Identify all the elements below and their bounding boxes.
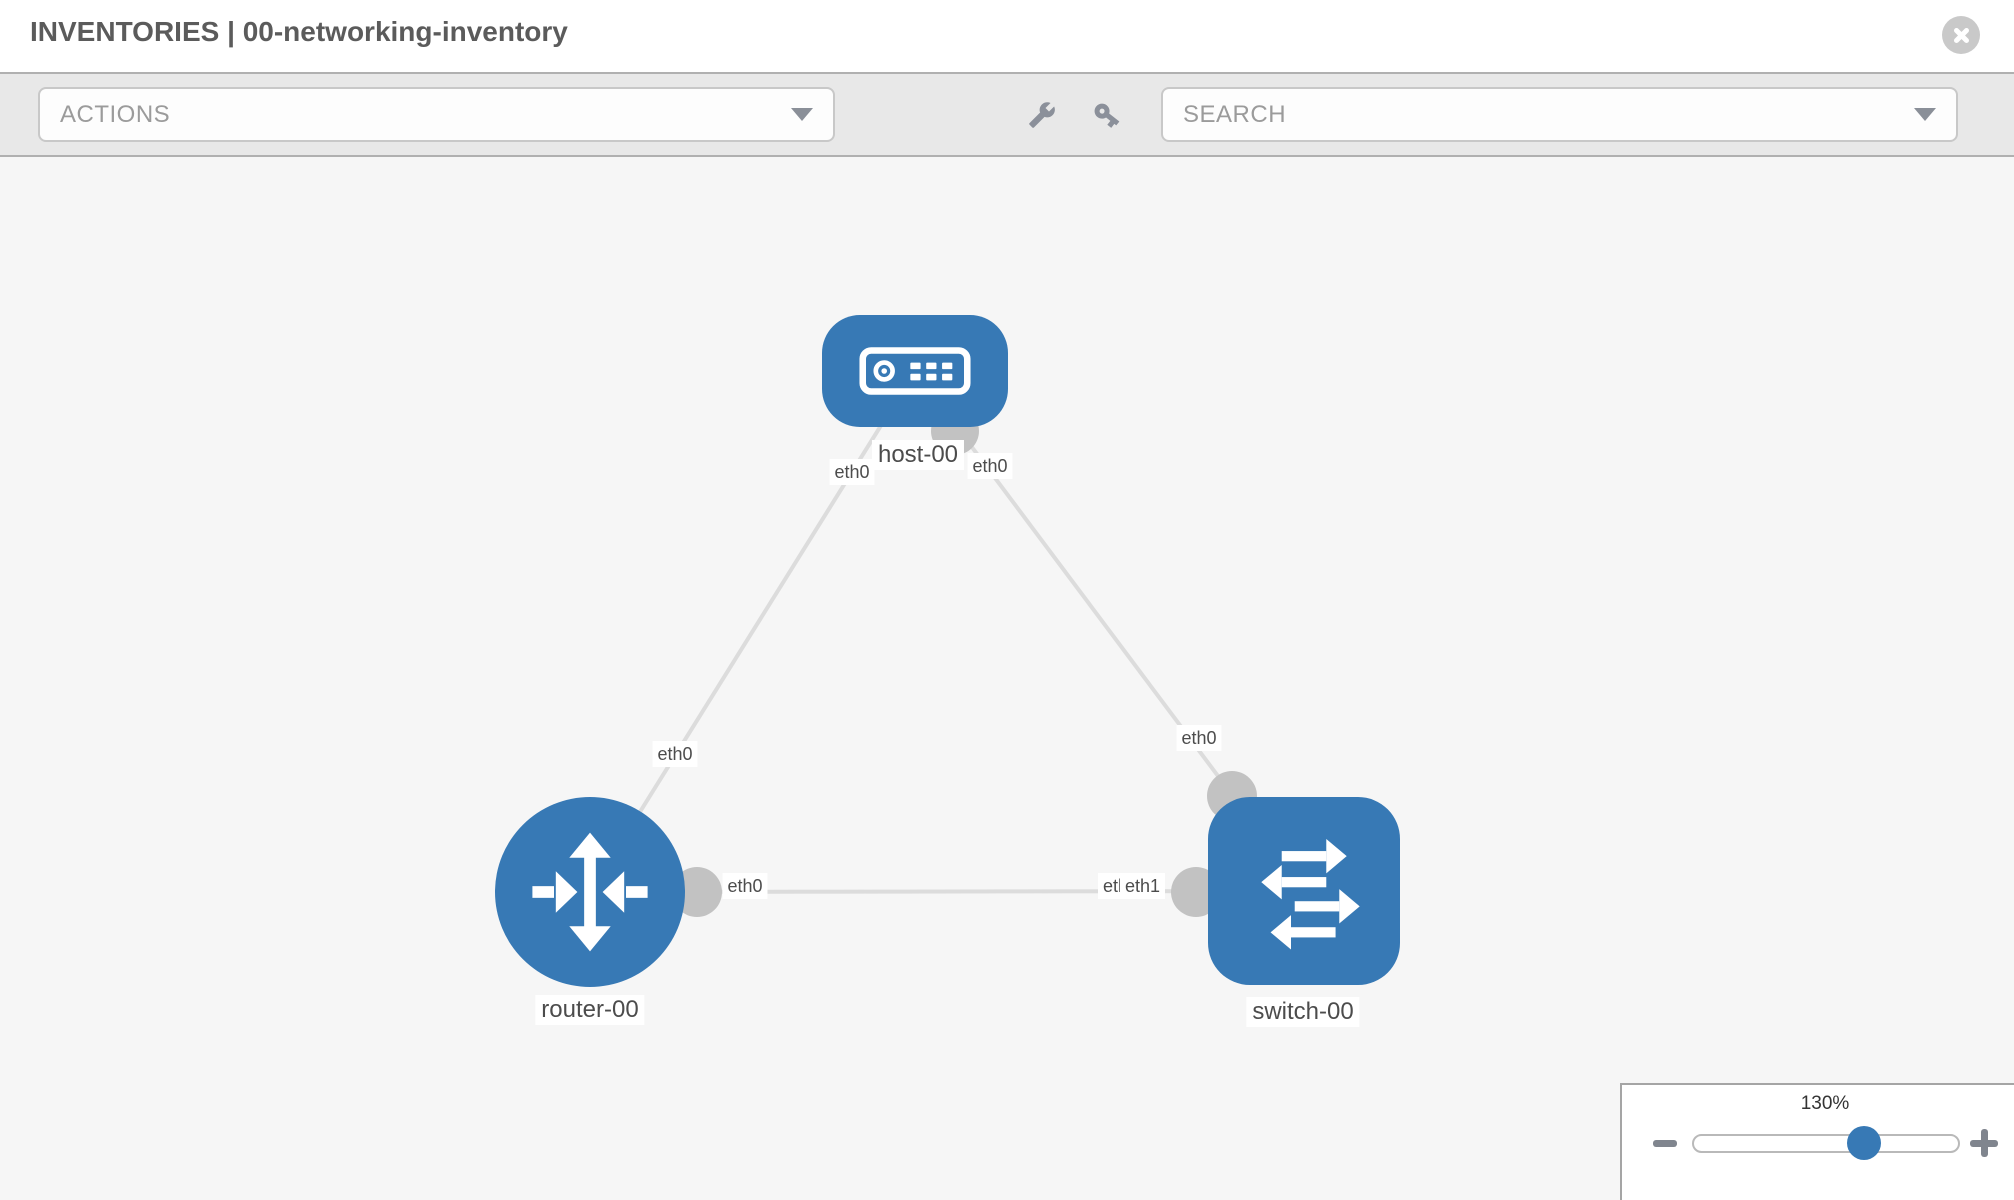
node-host-00[interactable] [822, 315, 1008, 427]
zoom-in-icon[interactable] [1970, 1129, 1998, 1157]
wrench-icon[interactable] [1028, 101, 1056, 129]
zoom-slider-track[interactable] [1692, 1134, 1960, 1153]
zoom-out-icon[interactable] [1653, 1140, 1677, 1147]
chevron-down-icon [791, 108, 813, 121]
host-icon [859, 344, 971, 398]
links-layer [588, 369, 1306, 917]
interface-label-host-eth0-right: eth0 [967, 453, 1013, 479]
link-host-router [588, 369, 917, 894]
toolbar: ACTIONS SEARCH [0, 72, 2014, 157]
switch-icon [1238, 826, 1370, 956]
router-icon [527, 829, 653, 955]
search-dropdown-label: SEARCH [1183, 100, 1287, 128]
interface-label-router-eth0-link: eth0 [722, 873, 768, 899]
node-label-host-00: host-00 [871, 440, 965, 470]
search-dropdown[interactable]: SEARCH [1161, 87, 1958, 142]
actions-dropdown[interactable]: ACTIONS [38, 87, 835, 142]
interface-label-switch-eth1: eth1 [1120, 873, 1166, 899]
topology-canvas[interactable]: host-00 router-00 switch-00 eth0 eth0 et… [0, 157, 2014, 1200]
node-label-switch-00: switch-00 [1246, 997, 1360, 1027]
node-label-router-00: router-00 [535, 995, 645, 1025]
zoom-slider-knob[interactable] [1847, 1126, 1881, 1160]
chevron-down-icon [1914, 108, 1936, 121]
node-router-00[interactable] [495, 797, 685, 987]
interface-label-switch-eth0-up: eth0 [1176, 725, 1222, 751]
header: INVENTORIES | 00-networking-inventory [0, 0, 2014, 72]
close-button[interactable] [1942, 16, 1980, 54]
node-switch-00[interactable] [1208, 797, 1400, 985]
port-circle-router-right [672, 867, 722, 917]
interface-label-host-eth0-left: eth0 [829, 459, 875, 485]
key-icon[interactable] [1092, 100, 1122, 130]
zoom-level-value: 130% [1800, 1093, 1850, 1114]
actions-dropdown-label: ACTIONS [60, 100, 171, 128]
interface-label-router-eth0-up: eth0 [652, 741, 698, 767]
close-icon [1952, 26, 1971, 45]
zoom-control-panel: 130% [1620, 1083, 2014, 1200]
page-title: INVENTORIES | 00-networking-inventory [30, 16, 568, 47]
